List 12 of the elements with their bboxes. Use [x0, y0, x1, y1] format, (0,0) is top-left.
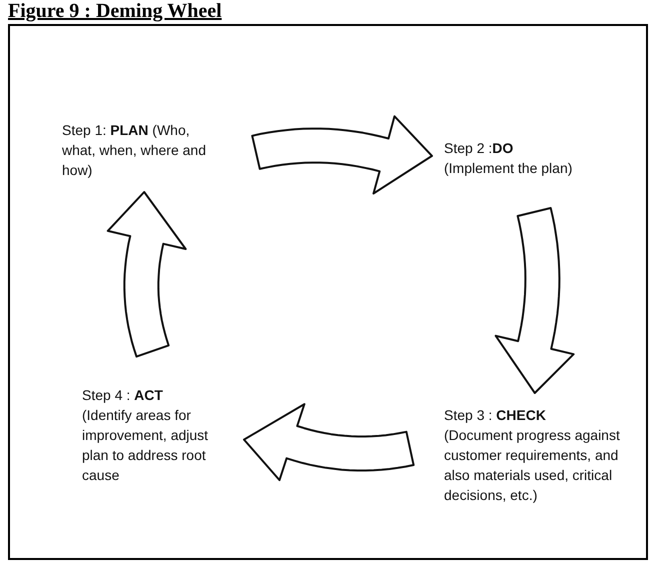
curved-block-arrow: [251, 115, 433, 194]
figure-title: Figure 9 : Deming Wheel: [8, 0, 222, 22]
curved-block-arrow: [494, 207, 575, 394]
curved-block-arrow: [243, 403, 415, 482]
step-text: Step 3 : CHECK: [444, 406, 547, 425]
step-description: (Implement the plan): [444, 159, 574, 178]
curved-block-arrow: [106, 191, 187, 358]
step-description: (Document progress against customer requirements, and also materials used, critical decisions, etc.): [444, 426, 621, 505]
step-text: Step 1: PLAN (Who, what, when, where and how): [62, 121, 207, 180]
step-description: (Identify areas for improvement, adjust plan to address root cause: [82, 406, 210, 485]
step-text: Step 2 :DO: [444, 139, 514, 158]
step-text: Step 4 : ACT: [82, 386, 164, 405]
